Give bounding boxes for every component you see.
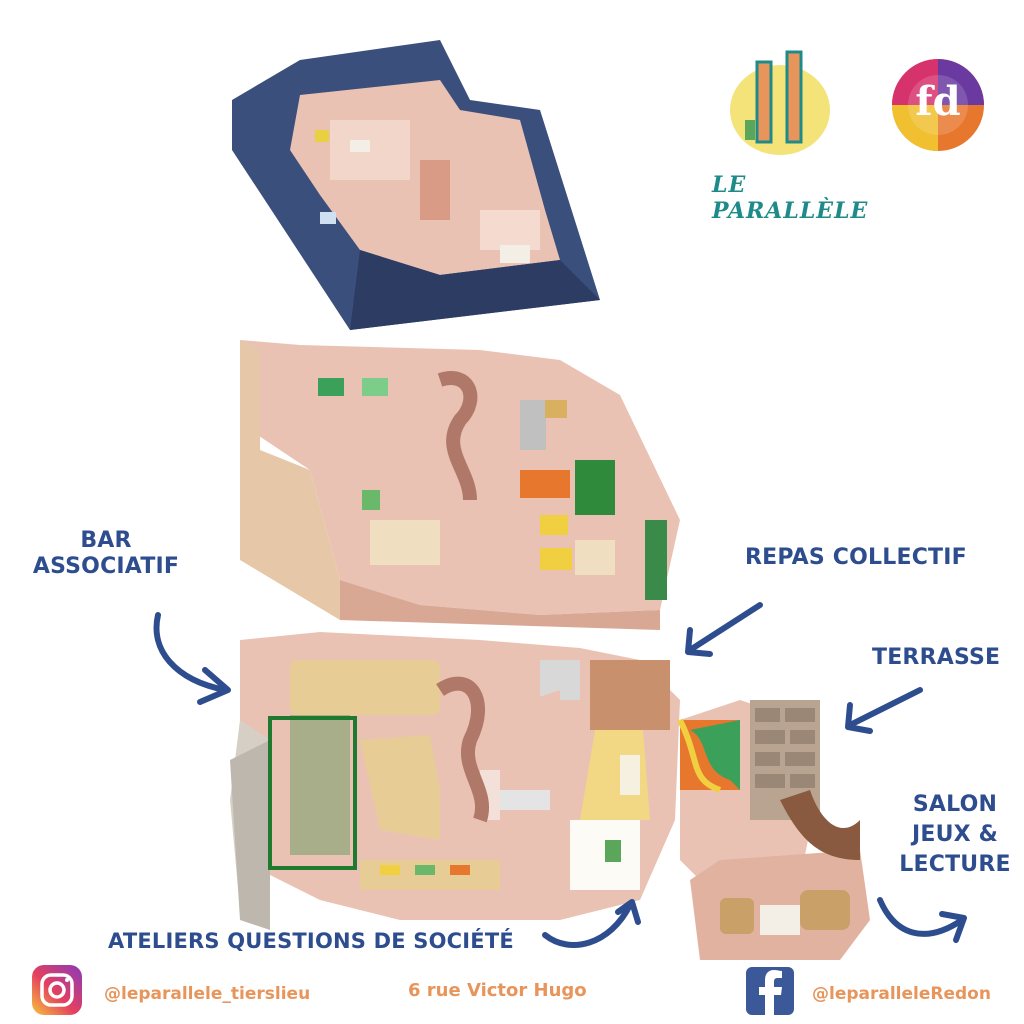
fd-logo-text: fd [915,78,961,125]
fd-logo [892,59,984,151]
facebook-handle[interactable]: @leparalleleRedon [812,984,991,1004]
label-salon-line3: LECTURE [899,852,1011,877]
attic-floor [232,40,600,330]
label-bar-line1: BAR [80,528,132,553]
facebook-icon[interactable] [746,967,794,1015]
instagram-icon[interactable] [32,965,82,1015]
middle-floor [240,340,680,630]
instagram-handle[interactable]: @leparallele_tierslieu [104,984,311,1004]
le-parallele-title: LE PARALLÈLE [712,172,869,224]
label-ateliers: ATELIERS QUESTIONS DE SOCIÉTÉ [108,929,514,953]
ground-floor [230,632,680,930]
label-terrasse: TERRASSE [872,645,1001,670]
le-parallele-logo [730,50,830,155]
label-bar-line2: ASSOCIATIF [32,554,180,579]
address-text: 6 rue Victor Hugo [408,980,587,1001]
label-repas-collectif: REPAS COLLECTIF [745,545,967,570]
label-bar-associatif: BAR ASSOCIATIF [22,528,190,580]
label-salon-jeux-lecture: SALON JEUX & LECTURE [895,790,1015,880]
label-salon-line2: JEUX & [911,822,999,847]
terrace-salon [677,700,870,960]
label-salon-line1: SALON [912,792,998,817]
